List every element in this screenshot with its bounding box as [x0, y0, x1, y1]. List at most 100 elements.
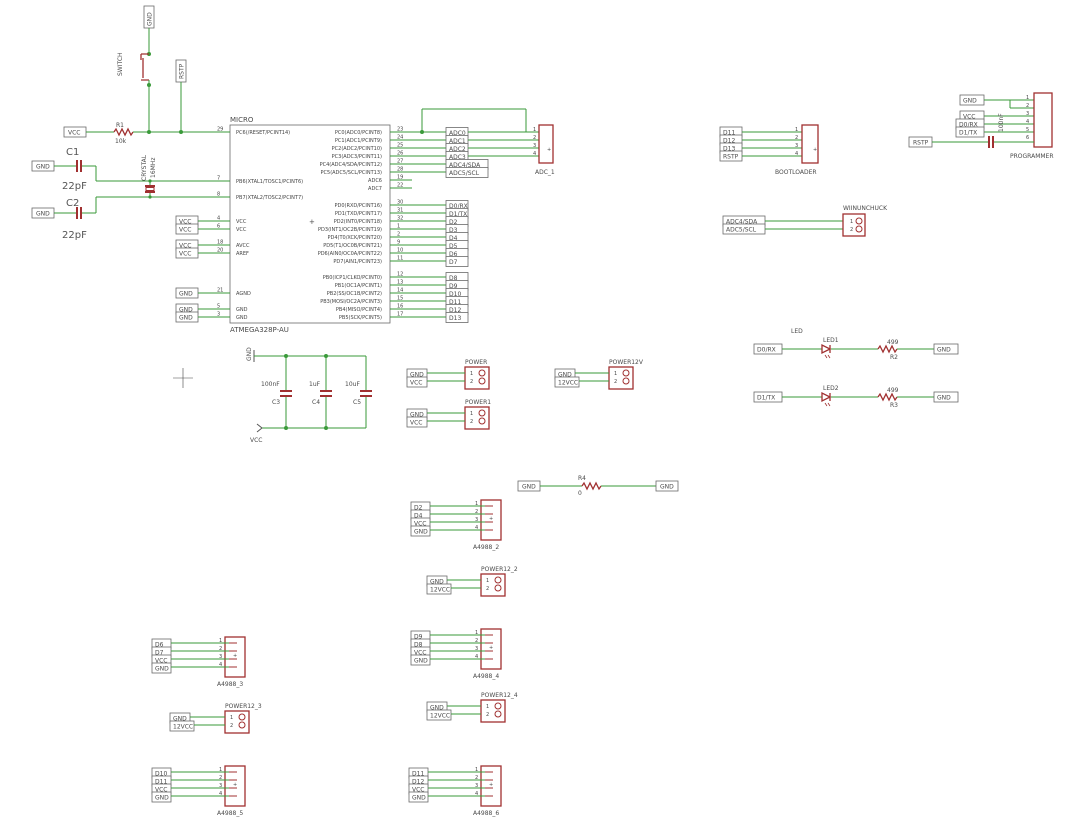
power-pin-number: 1 — [486, 704, 489, 710]
a4988-label: A4988_4 — [473, 673, 499, 680]
a4988-plus: + — [489, 782, 493, 788]
pin-name: ADC7 — [368, 186, 382, 192]
micro-vcc-flag: VCC — [175, 223, 199, 235]
a4988-pin-number: 3 — [475, 783, 478, 789]
pin-number: 17 — [397, 312, 403, 318]
micro-gnd-flag: GND — [175, 311, 199, 323]
power-net-flag-text: GND — [430, 705, 444, 712]
c3-ref: C3 — [272, 399, 280, 406]
power-connector-label: POWER12_2 — [481, 566, 518, 573]
r4-value: 0 — [578, 490, 582, 497]
a4988-net-flag-text: D6 — [155, 642, 164, 649]
pin-number: 8 — [217, 192, 220, 198]
net-flag-text: D3 — [449, 227, 458, 234]
net-flag-text: D0/RX — [449, 203, 468, 210]
a4988-pin-number: 2 — [475, 775, 478, 781]
programmer-pin-number: 5 — [1026, 127, 1029, 133]
pin-number: 25 — [397, 143, 403, 149]
pin-name: PB7(XTAL2/TOSC2/PCINT7) — [236, 195, 303, 201]
led-gnd-flag: GND — [933, 343, 959, 355]
adc-header-label: ADC_1 — [535, 169, 555, 176]
led-resistor-symbol — [877, 344, 898, 354]
decoupling-vcc-text: VCC — [250, 437, 262, 444]
a4988-net-flag-text: D11 — [155, 779, 167, 786]
power-pin-number: 1 — [470, 371, 473, 377]
a4988-net-flag: GND — [151, 662, 172, 674]
net-flag-text: D12 — [449, 307, 461, 314]
adc-plus: + — [547, 147, 551, 153]
net-flag-text: ADC3 — [449, 154, 466, 161]
micro-gnd-flag-text: GND — [179, 291, 193, 298]
power-connector-label: POWER12_4 — [481, 692, 518, 699]
pin-name: PD7(AIN1/PCINT23) — [333, 259, 382, 265]
power-net-flag: 12VCC — [169, 720, 195, 732]
led-res-ref: R3 — [890, 402, 898, 409]
power-net-flag-text: GND — [558, 372, 572, 379]
a4988-pin-number: 4 — [219, 662, 222, 668]
net-flag: ADC5/SCL — [445, 167, 489, 178]
a4988-net-flag-text: VCC — [414, 650, 426, 657]
a4988-pin-number: 1 — [475, 630, 478, 636]
a4988-net-flag-text: D12 — [412, 779, 424, 786]
power-net-flag-text: GND — [430, 579, 444, 586]
a4988-net-flag-text: VCC — [155, 787, 167, 794]
programmer-cap — [988, 136, 994, 148]
power-net-flag-text: 12VCC — [430, 713, 450, 720]
net-flag: D13 — [445, 312, 469, 323]
programmer-tx-flag: D1/TX — [955, 126, 985, 138]
r1-ref: R1 — [116, 122, 124, 129]
net-flag-text: D4 — [449, 235, 458, 242]
adc-pin-number: 1 — [533, 127, 536, 133]
pin-number: 30 — [397, 200, 403, 206]
programmer-pin-number: 4 — [1026, 119, 1029, 125]
crystal-circuit: C1 C2 22pF 22pF GND GND CRYSTAL 16MHz — [31, 147, 230, 241]
net-flag-text: D13 — [449, 315, 461, 322]
pin-number: 6 — [217, 224, 220, 230]
pin-name: GND — [236, 315, 248, 321]
pin-number: 19 — [397, 175, 403, 181]
reset-gnd-text: GND — [147, 12, 154, 26]
r1-vcc-text: VCC — [68, 130, 80, 137]
rstp-flag: RSTP — [175, 59, 187, 83]
power-net-flag: VCC — [406, 416, 428, 428]
led-gnd-flag: GND — [933, 391, 959, 403]
power-net-flag: 12VCC — [426, 709, 452, 721]
a4988-plus: + — [233, 653, 237, 659]
power-net-flag-text: VCC — [410, 380, 422, 387]
pin-number: 16 — [397, 304, 403, 310]
c5-value: 10uF — [345, 381, 360, 388]
led-net-flag: D0/RX — [753, 343, 783, 355]
a4988-label: A4988_6 — [473, 810, 499, 817]
micro-ref: MICRO — [230, 116, 254, 124]
net-flag-text: D1/TX — [449, 211, 467, 218]
adc-pin-number: 4 — [533, 151, 536, 157]
pin-name: AREF — [236, 251, 249, 257]
vcc-flag-r1: VCC — [63, 126, 87, 138]
switch-label: SWITCH — [117, 52, 124, 76]
decoupling-cap-symbols — [280, 390, 372, 397]
net-flag-text: D6 — [449, 251, 458, 258]
pin-name: PD2(INT0/PCINT18) — [334, 219, 382, 225]
adc-pin-number: 3 — [533, 143, 536, 149]
a4988-net-flag-text: D7 — [155, 650, 164, 657]
bootloader-pin-number: 1 — [795, 127, 798, 133]
a4988-pin-number: 2 — [475, 638, 478, 644]
power-net-flag-text: GND — [410, 372, 424, 379]
pin-number: 3 — [217, 312, 220, 318]
